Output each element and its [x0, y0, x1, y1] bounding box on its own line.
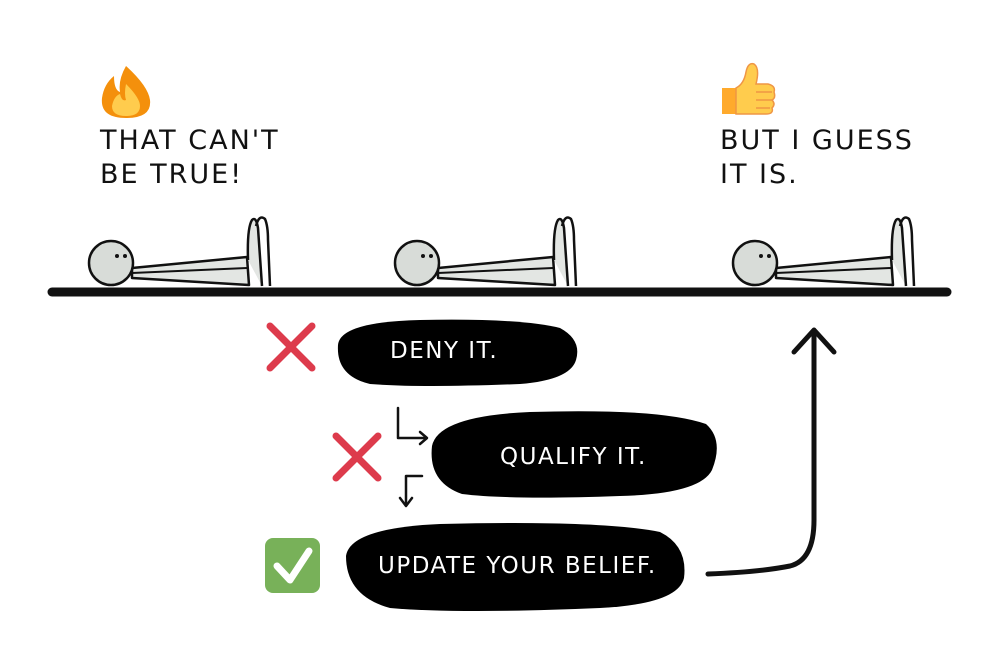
step-label-deny: DENY IT.	[390, 338, 499, 364]
caption-disbelief: THAT CAN'T BE TRUE!	[100, 125, 280, 190]
green-check-icon	[265, 538, 320, 593]
caption-acceptance: BUT I GUESS IT IS.	[720, 125, 914, 190]
lying-figure-2	[393, 216, 578, 287]
red-x-icon	[332, 432, 382, 482]
return-arrow	[705, 327, 837, 577]
step-pill-update	[346, 523, 685, 611]
red-x-icon	[266, 322, 316, 372]
connector-arrow-qualify-to-update	[398, 474, 424, 508]
step-label-qualify: QUALIFY IT.	[500, 444, 647, 470]
step-pill-qualify	[431, 411, 717, 498]
lying-figure-3	[731, 216, 916, 287]
lying-figure-1	[87, 216, 272, 287]
connector-arrow-deny-to-qualify	[396, 406, 429, 446]
step-label-update: UPDATE YOUR BELIEF.	[378, 553, 657, 579]
thumbs-up-icon	[722, 62, 776, 115]
step-pill-deny	[337, 319, 578, 386]
fire-icon	[101, 66, 151, 118]
